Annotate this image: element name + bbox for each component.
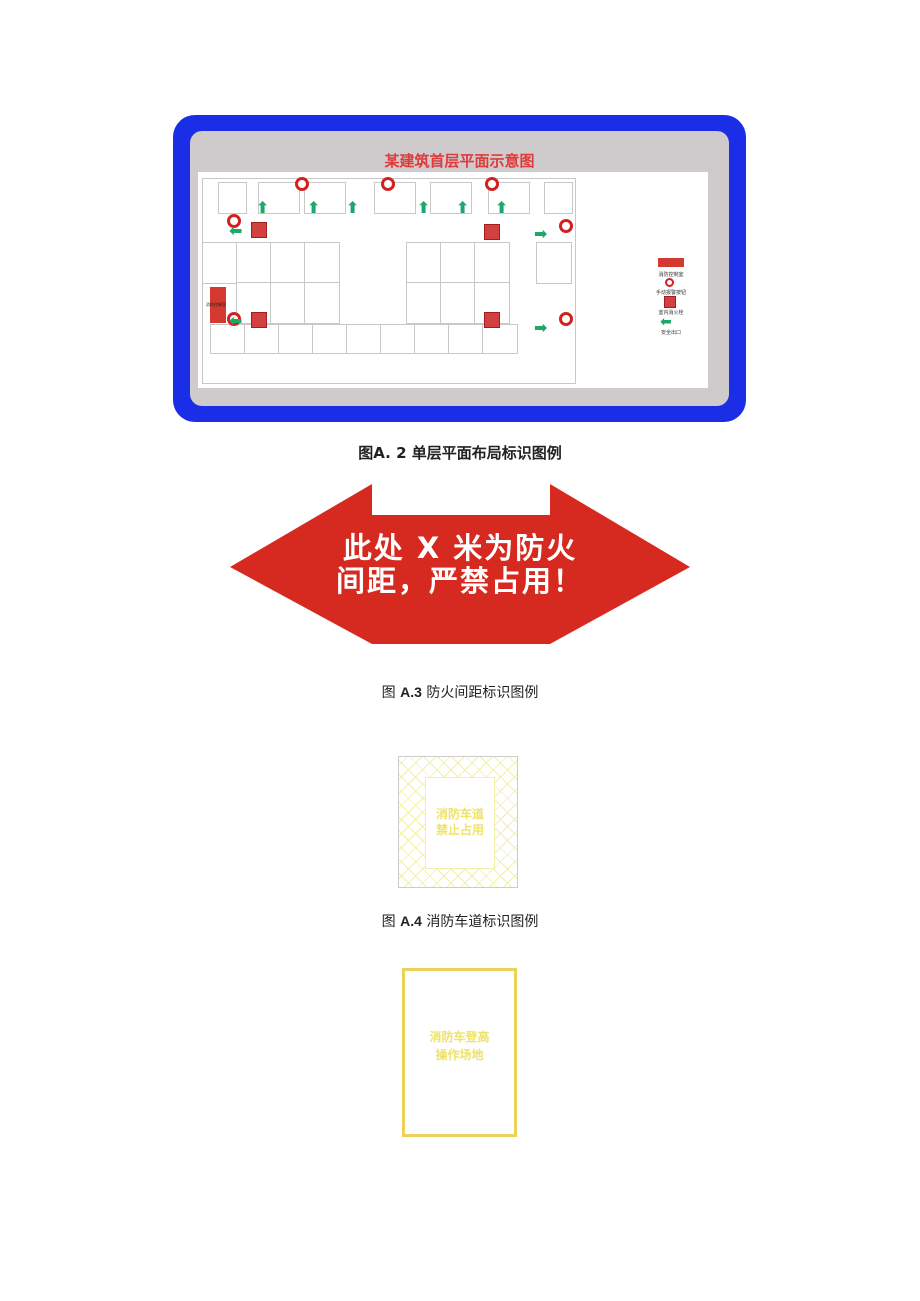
- exit-arrow-icon: ⬆: [307, 198, 321, 217]
- room: [304, 282, 340, 324]
- manual-alarm-button-icon: [559, 219, 573, 233]
- caption-number: A.3: [400, 684, 422, 700]
- figure-a2-caption: 图A. 2 单层平面布局标识图例: [358, 444, 562, 462]
- sign-line-2: 间距，严禁占用！: [335, 564, 584, 598]
- exit-arrow-icon: ➡: [534, 224, 548, 243]
- exit-arrow-icon: ⬅: [660, 314, 672, 330]
- room: [440, 282, 476, 324]
- exit-arrow-icon: ⬆: [346, 198, 360, 217]
- exit-arrow-icon: ⬆: [456, 198, 470, 217]
- room: [258, 182, 300, 214]
- room: [270, 282, 306, 324]
- legend-label: 消防控制室: [658, 272, 684, 278]
- indoor-hydrant-icon: [664, 296, 676, 308]
- sign-line-1: 此处 X 米为防火: [342, 531, 578, 565]
- fire-truck-operation-site-sign: 消防车登高 操作场地: [402, 968, 517, 1137]
- room: [482, 324, 518, 354]
- indoor-hydrant-icon: [484, 312, 500, 328]
- caption-text: 消防车道标识图例: [421, 914, 539, 930]
- room: [414, 324, 450, 354]
- indoor-hydrant-icon: [484, 224, 500, 240]
- caption-text: 防火间距标识图例: [421, 685, 539, 701]
- room: [474, 242, 510, 284]
- sign-line-2: 操作场地: [435, 1048, 484, 1062]
- fire-lane-sign: 消防车道 禁止占用: [398, 756, 518, 888]
- room: [406, 242, 442, 284]
- exit-arrow-icon: ⬆: [495, 198, 509, 217]
- manual-alarm-button-icon: [381, 177, 395, 191]
- manual-alarm-button-icon: [227, 214, 241, 228]
- floor-plan: 消防控制室 ⬆ ⬆ ⬆ ⬆ ⬆ ⬆ ⬅ ⬅ ➡ ➡ 消防控制室 手动报警按钮 室内消火栓 ⬅ 安全…: [198, 172, 708, 388]
- room: [406, 282, 442, 324]
- manual-alarm-button-icon: [485, 177, 499, 191]
- fire-gap-sign-text: 此处 X 米为防火 间距，严禁占用！: [230, 532, 690, 598]
- room: [448, 324, 484, 354]
- manual-alarm-button-icon: [559, 312, 573, 326]
- fire-control-room: [210, 287, 226, 323]
- sign-line-1: 消防车道: [435, 807, 484, 821]
- room: [430, 182, 472, 214]
- fire-lane-sign-inner: 消防车道 禁止占用: [425, 777, 495, 869]
- manual-alarm-button-icon: [665, 278, 674, 287]
- legend-label: 室内消火栓: [658, 310, 684, 316]
- sign-line-1: 消防车登高: [429, 1030, 490, 1044]
- sign-line-2: 禁止占用: [435, 823, 484, 837]
- room: [440, 242, 476, 284]
- room: [278, 324, 314, 354]
- fire-control-room-label: 消防控制室: [206, 302, 226, 307]
- caption-prefix: 图: [381, 914, 401, 930]
- indoor-hydrant-icon: [251, 312, 267, 328]
- exit-arrow-icon: ➡: [534, 318, 548, 337]
- room: [218, 182, 247, 214]
- legend-label: 手动报警按钮: [655, 290, 686, 296]
- manual-alarm-button-icon: [295, 177, 309, 191]
- exit-arrow-icon: ⬆: [417, 198, 431, 217]
- fire-gap-double-arrow-sign: [230, 484, 690, 644]
- exit-arrow-icon: ⬅: [229, 221, 243, 240]
- legend-label: 安全出口: [660, 330, 681, 336]
- room: [304, 182, 346, 214]
- double-arrow-shape: [230, 484, 690, 644]
- caption-prefix: 图: [381, 685, 401, 701]
- caption-number: A.4: [400, 913, 422, 929]
- figure-a3-caption: 图 A.3 防火间距标识图例: [0, 682, 920, 702]
- indoor-hydrant-icon: [251, 222, 267, 238]
- room: [380, 324, 416, 354]
- floor-plan-sign-title: 某建筑首层平面示意图: [384, 152, 535, 170]
- room: [202, 242, 238, 284]
- exit-arrow-icon: ⬅: [229, 311, 243, 330]
- exit-arrow-icon: ⬆: [256, 198, 270, 217]
- manual-alarm-button-icon: [227, 312, 241, 326]
- room: [536, 242, 572, 284]
- room: [304, 242, 340, 284]
- fire-control-room-icon: [658, 258, 684, 267]
- figure-a4-caption: 图 A.4 消防车道标识图例: [0, 911, 920, 931]
- room: [544, 182, 573, 214]
